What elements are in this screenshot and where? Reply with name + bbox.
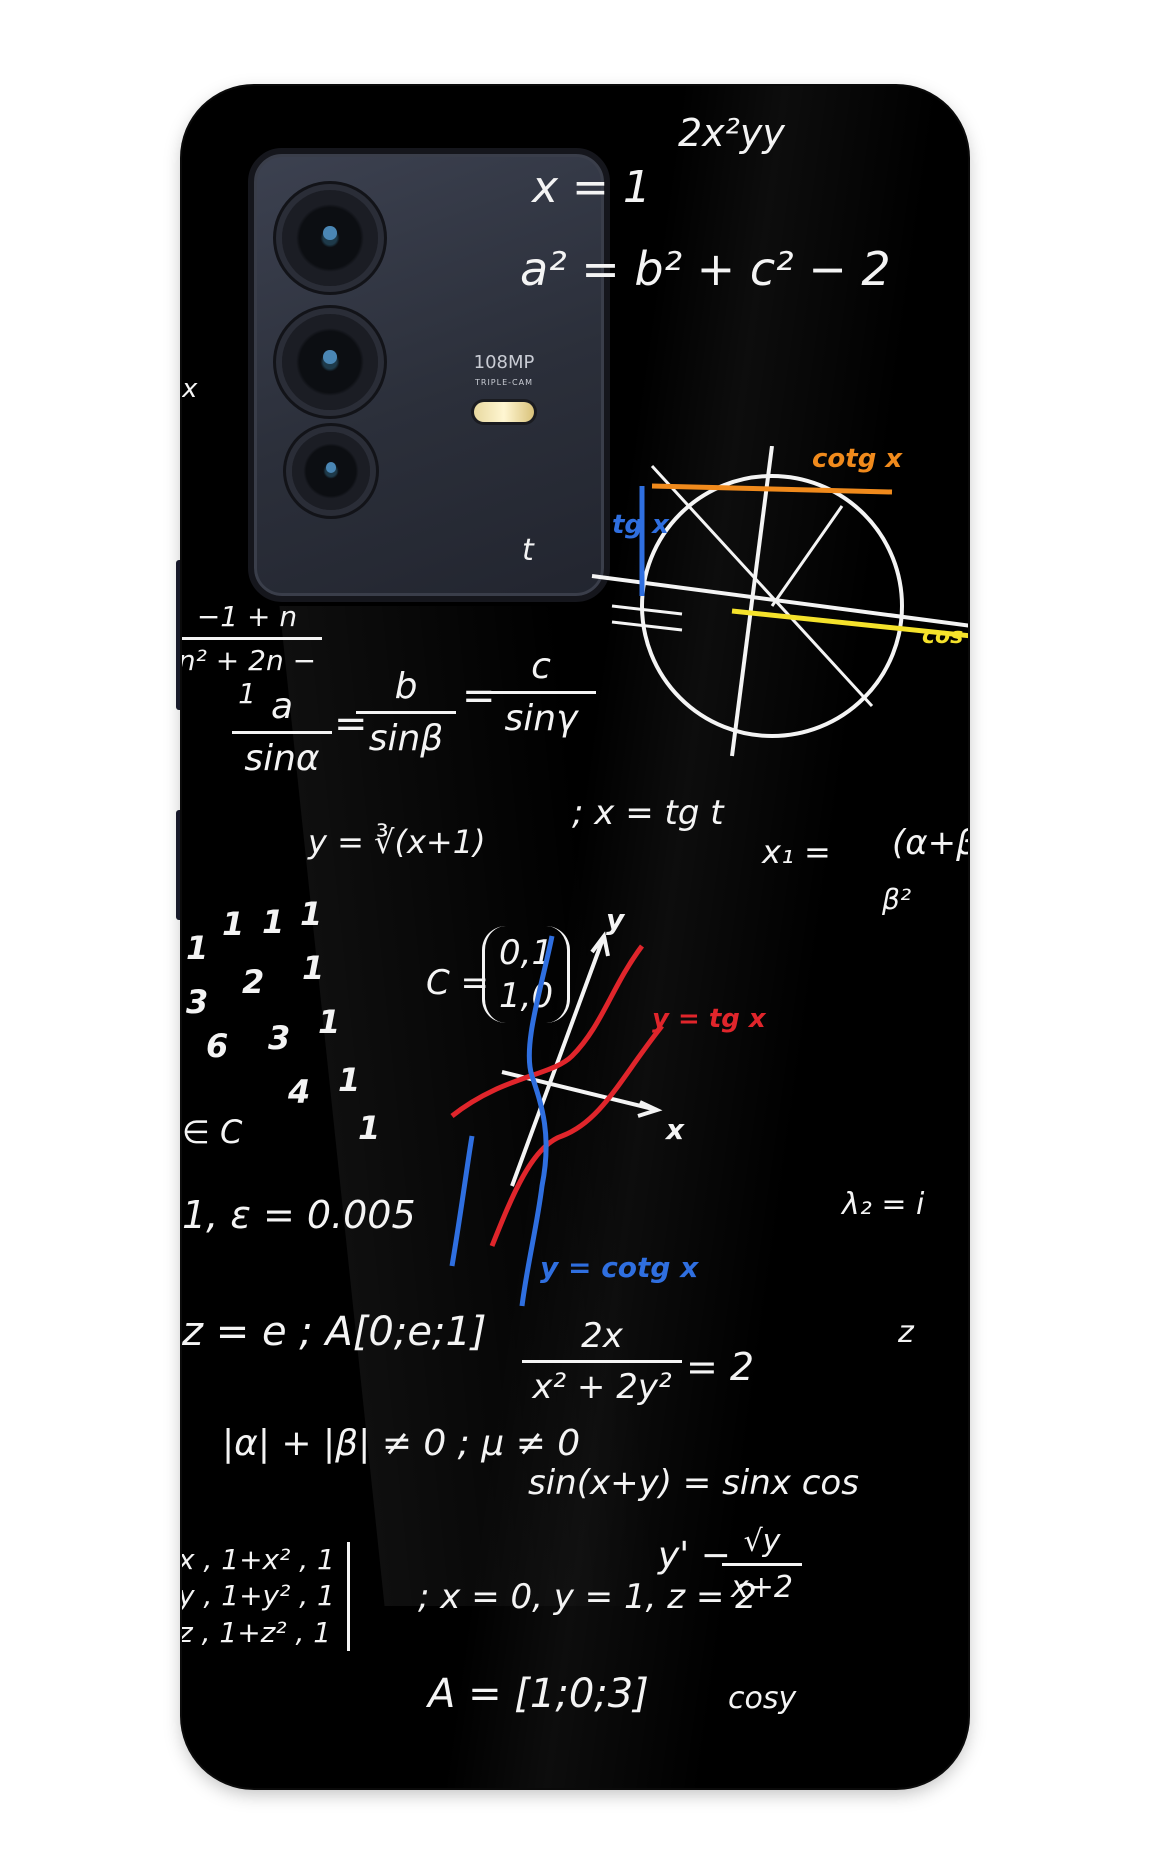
scatter-number: 1 <box>358 1109 381 1147</box>
sine-rule-b-num: b <box>394 666 418 707</box>
power-button <box>176 810 184 920</box>
sine-rule-c: c sinγ <box>486 646 596 739</box>
top-left-numerator: −1 + n <box>196 600 298 633</box>
frac2x-num: 2x <box>581 1316 623 1356</box>
formula-sqrt-fraction: √y x+2 <box>722 1524 802 1605</box>
axis-label-y: y <box>606 903 625 936</box>
scatter-number: 3 <box>186 983 209 1021</box>
formula-pythagoras: a² = b² + c² − 2 <box>520 242 891 296</box>
formula-in-c: ∈ C <box>182 1113 243 1151</box>
tg-cotg-graph <box>449 931 664 1307</box>
formula-x1: x₁ = <box>762 833 831 871</box>
scatter-number: 1 <box>318 1003 341 1041</box>
scatter-number: 1 <box>300 895 323 933</box>
formula-z-right: z <box>898 1315 914 1350</box>
formula-z-e: z = e ; A[0;e;1] <box>182 1309 487 1355</box>
sine-rule-a-num: a <box>270 686 294 727</box>
scatter-number: 4 <box>288 1073 311 1111</box>
top-left-denominator: n² + 2n − 1 <box>182 644 317 710</box>
label-tg: tg x <box>612 510 669 540</box>
volume-button <box>176 560 184 710</box>
scatter-number: 3 <box>268 1019 291 1057</box>
scatter-number: 1 <box>262 903 285 941</box>
formula-sin-sum: sin(x+y) = sinx cos <box>528 1463 859 1503</box>
formula-2x-fraction: 2x x² + 2y² <box>522 1316 682 1407</box>
formula-yprime: y' − <box>658 1535 731 1576</box>
trig-circle-diagram <box>591 446 968 757</box>
camera-lens-top <box>282 190 378 286</box>
formula-alpha-beta: (α+β <box>892 823 968 863</box>
scatter-number: 1 <box>302 949 325 987</box>
matrix-left-row2: y , 1+y² , 1 <box>182 1579 335 1613</box>
phone-case: 108MP TRIPLE-CAM 2x²yy x = 1 a² = b² + c… <box>182 86 968 1788</box>
sine-rule-b: b sinβ <box>356 666 456 759</box>
matrix-left-row3: z , 1+z² , 1 <box>182 1615 332 1649</box>
axis-label-x: x <box>666 1113 685 1146</box>
matrix-left-row1: x , 1+x² , 1 <box>182 1543 335 1576</box>
equals-2: = <box>462 673 496 719</box>
label-cotg: cotg x <box>812 444 903 474</box>
formula-cos-y: cosy <box>728 1681 797 1716</box>
x-plus-2: x+2 <box>731 1570 793 1605</box>
scatter-number: 1 <box>338 1061 361 1099</box>
formula-top-right: 2x²yy <box>678 111 785 155</box>
sine-rule-c-den: sinγ <box>504 698 578 739</box>
sine-rule-c-num: c <box>531 646 551 687</box>
formula-beta2: β² <box>882 883 912 916</box>
sine-rule-a: a sinα <box>232 686 332 779</box>
formula-x-small: x <box>182 374 198 404</box>
scatter-number: 6 <box>206 1027 229 1065</box>
frac2x-den: x² + 2y² <box>532 1367 672 1407</box>
formula-x-tgt: ; x = tg t <box>572 793 724 833</box>
camera-lens-middle <box>282 314 378 410</box>
megapixel-label: 108MP <box>473 352 535 373</box>
matrix-c: 0,1 1,0 <box>482 926 571 1023</box>
label-y-tgx: y = tg x <box>652 1004 766 1034</box>
formula-abs: |α| + |β| ≠ 0 ; μ ≠ 0 <box>222 1423 581 1464</box>
sine-rule-b-den: sinβ <box>368 718 444 759</box>
scatter-number: 1 <box>222 905 245 943</box>
scatter-number: 1 <box>186 929 209 967</box>
formula-2x-rhs: = 2 <box>686 1345 755 1389</box>
matrix-left: x , 1+x² , 1 y , 1+y² , 1 z , 1+z² , 1 <box>182 1542 350 1652</box>
formula-cube-root: y = ∛(x+1) <box>308 823 486 861</box>
sine-rule-a-den: sinα <box>244 738 320 779</box>
formula-xyz: ; x = 0, y = 1, z = 2 <box>418 1577 757 1617</box>
label-y-cotgx: y = cotg x <box>540 1251 699 1284</box>
camera-flash <box>474 402 534 422</box>
formula-t-small: t <box>522 533 534 568</box>
triple-cam-label: TRIPLE-CAM <box>475 378 533 387</box>
scatter-number: 2 <box>242 963 265 1001</box>
equals-1: = <box>334 701 368 747</box>
formula-a-vector: A = [1;0;3] <box>428 1671 649 1717</box>
formula-x-eq-1: x = 1 <box>532 162 651 213</box>
camera-lens-bottom <box>292 432 370 510</box>
formula-top-left-fraction: −1 + n n² + 2n − 1 <box>182 600 322 710</box>
camera-module: 108MP TRIPLE-CAM <box>248 148 610 602</box>
formula-epsilon: 1, ε = 0.005 <box>182 1193 416 1237</box>
sqrt-y: √y <box>743 1524 781 1559</box>
label-cos: cos <box>922 624 964 649</box>
formula-lambda: λ₂ = i <box>842 1187 925 1222</box>
matrix-c-label: C = <box>426 963 490 1003</box>
